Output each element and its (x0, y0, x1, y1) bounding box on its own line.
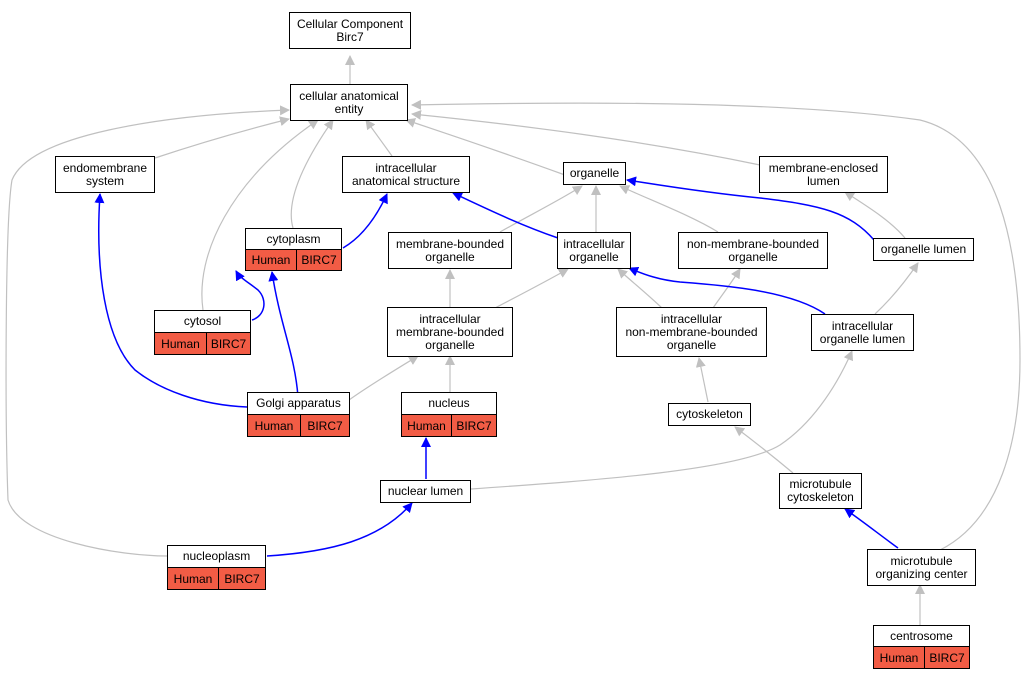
edge-golgi-to-endo (94, 193, 248, 408)
edge-mtc-to-cytoskeleton (734, 426, 794, 474)
annotation-gene: BIRC7 (210, 336, 247, 351)
node-organelle[interactable]: organelle (563, 162, 626, 185)
edge-mbo-to-organelle (499, 185, 583, 233)
edge-iol-to-ol (874, 262, 919, 315)
annotation-species: Human (248, 415, 301, 436)
node-centrosome[interactable]: centrosome (873, 625, 970, 647)
edge-cytoplasm-to-ias (342, 193, 388, 249)
node-cytoskeleton[interactable]: cytoskeleton (668, 403, 751, 426)
edge-imbo-to-io (494, 268, 569, 309)
annotation-nucleoplasm: Human BIRC7 (167, 567, 266, 590)
edge-inmbo-to-io (617, 268, 663, 309)
node-intracellular-organelle-lumen[interactable]: intracellular organelle lumen (811, 314, 914, 351)
edge-ias-to-cae (365, 119, 393, 157)
edge-nucleoplasm-to-cae (5, 105, 290, 557)
node-organelle-lumen[interactable]: organelle lumen (873, 238, 974, 261)
node-cytosol[interactable]: cytosol (154, 310, 251, 333)
edge-golgi-to-cytoplasm (268, 271, 299, 398)
annotation-species: Human (155, 333, 207, 354)
node-intracellular-anatomical-structure[interactable]: intracellular anatomical structure (342, 156, 470, 193)
edge-cytoskeleton-to-inmbo (695, 357, 709, 403)
edge-inmbo-to-nmbo (712, 268, 741, 309)
node-intracellular-organelle[interactable]: intracellular organelle (557, 232, 631, 269)
annotation-gene: BIRC7 (224, 571, 260, 586)
edge-nlumen-to-iol (470, 350, 853, 490)
annotation-species: Human (874, 647, 925, 668)
annotation-gene: BIRC7 (301, 253, 337, 267)
node-cellular-anatomical-entity[interactable]: cellular anatomical entity (290, 84, 408, 121)
node-membrane-enclosed-lumen[interactable]: membrane-enclosed lumen (759, 156, 888, 193)
node-golgi-apparatus[interactable]: Golgi apparatus (247, 392, 350, 415)
node-microtubule-cytoskeleton[interactable]: microtubule cytoskeleton (779, 473, 862, 509)
edge-mtoc-to-cae (411, 99, 1021, 551)
node-nucleoplasm[interactable]: nucleoplasm (167, 545, 266, 568)
node-membrane-bounded-organelle[interactable]: membrane-bounded organelle (388, 232, 512, 269)
edge-ol-to-mel (844, 191, 906, 239)
edge-cytosol-to-cae (201, 119, 319, 311)
node-cytoplasm[interactable]: cytoplasm (245, 228, 342, 250)
edge-golgi-to-imbo (348, 355, 419, 401)
annotation-cytoplasm: Human BIRC7 (245, 249, 342, 271)
annotation-species: Human (168, 568, 219, 589)
edge-nucleoplasm-to-nlumen (266, 502, 413, 557)
node-microtubule-organizing-center[interactable]: microtubule organizing center (867, 549, 976, 586)
edge-io-to-ias (452, 192, 559, 239)
edge-iol-to-io (628, 267, 826, 315)
annotation-centrosome: Human BIRC7 (873, 646, 970, 669)
edge-cytosol-to-cytoplasm (235, 270, 265, 321)
annotation-golgi-apparatus: Human BIRC7 (247, 414, 350, 437)
node-intracellular-membrane-bounded-organelle[interactable]: intracellular membrane-bounded organelle (387, 307, 513, 357)
annotation-species: Human (402, 415, 452, 436)
edge-nmbo-to-organelle (619, 185, 719, 233)
node-non-membrane-bounded-organelle[interactable]: non-membrane-bounded organelle (678, 232, 828, 269)
node-intracellular-non-membrane-bounded-organelle[interactable]: intracellular non-membrane-bounded organ… (616, 307, 767, 357)
node-nucleus[interactable]: nucleus (401, 392, 497, 415)
annotation-gene: BIRC7 (456, 418, 492, 433)
annotation-cytosol: Human BIRC7 (154, 332, 251, 355)
node-nuclear-lumen[interactable]: nuclear lumen (380, 480, 471, 503)
annotation-species: Human (246, 250, 297, 270)
annotation-gene: BIRC7 (929, 650, 965, 665)
edge-endo-to-cae (154, 116, 290, 159)
node-cellular-component-birc7[interactable]: Cellular Component Birc7 (289, 12, 411, 49)
edge-organelle-to-cae (405, 118, 566, 176)
edge-mel-to-cae (411, 109, 761, 166)
edge-cytoplasm-to-cae (290, 119, 334, 229)
annotation-gene: BIRC7 (307, 418, 343, 433)
edge-mtoc-to-mtc (844, 508, 899, 549)
edge-ol-to-organelle (626, 176, 875, 241)
node-endomembrane-system[interactable]: endomembrane system (55, 156, 155, 193)
annotation-nucleus: Human BIRC7 (401, 414, 497, 437)
